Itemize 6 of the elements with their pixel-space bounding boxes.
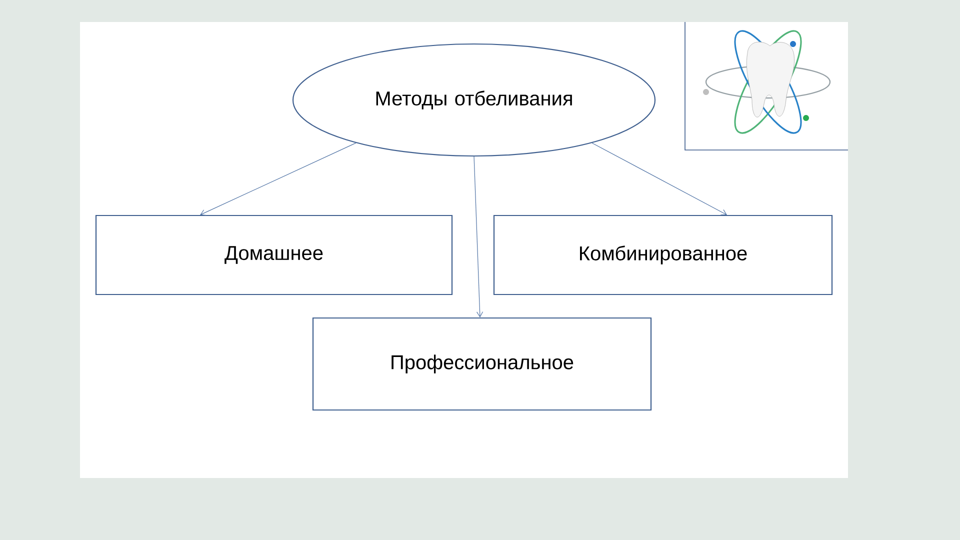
method-box: Профессиональное bbox=[312, 317, 652, 411]
arrow bbox=[200, 142, 356, 216]
arrow bbox=[474, 156, 484, 318]
arrow bbox=[592, 142, 727, 216]
method-box: Домашнее bbox=[95, 214, 453, 296]
method-box: Комбинированное bbox=[493, 214, 833, 296]
